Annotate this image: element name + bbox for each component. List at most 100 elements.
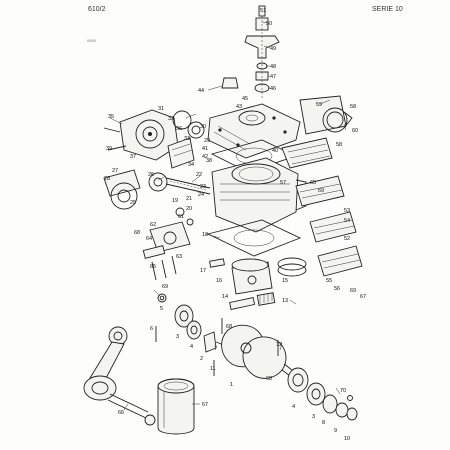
callout-33: 33 [184,136,190,142]
wrist-pin-part-14 [229,297,256,310]
callout-58-top: 58 [350,104,356,110]
callout-7: 7 [214,346,217,352]
callout-19: 19 [172,198,178,204]
outlet-housing-part-49 [244,35,280,59]
left-bearing-stack [155,293,217,353]
callout-70: 70 [340,388,346,394]
callout-8: 8 [322,420,325,426]
callout-23: 23 [200,184,206,190]
callout-44: 44 [198,88,204,94]
page-code: 610/2 [88,6,106,13]
callout-67-bottom: 67 [202,402,208,408]
water-pump-impeller [167,110,205,169]
reed-valve-block [281,137,363,277]
callout-58-mid: 58 [336,142,342,148]
callout-68-left: 68 [134,230,140,236]
piston-rings-part-15 [277,257,307,277]
callout-2: 2 [200,356,203,362]
callout-38: 38 [206,158,212,164]
callout-4: 4 [190,344,193,350]
callout-6: 6 [150,326,153,332]
callout-57: 57 [280,180,286,186]
base-gasket-part-18 [206,219,302,257]
callout-55: 55 [326,278,332,284]
series-label: SERIE 10 [372,6,403,13]
cylinder-part-42 [211,157,307,233]
callout-30: 30 [200,124,206,130]
callout-41: 41 [202,146,208,152]
callout-9: 9 [334,428,337,434]
callout-26: 26 [148,172,154,178]
callout-69-right: 69 [350,288,356,294]
callout-13: 13 [282,298,288,304]
callout-53: 53 [344,208,350,214]
intake-manifold-part-58 [299,95,353,135]
callout-54: 54 [344,218,350,224]
callout-66: 66 [118,410,124,416]
intake-flange-assembly [142,221,191,281]
callout-42: 42 [202,154,208,160]
callout-64: 64 [146,236,152,242]
oil-pump-assembly [103,169,211,226]
callout-47: 47 [270,74,276,80]
callout-3: 3 [176,334,179,340]
callout-59: 59 [316,102,322,108]
callout-20: 20 [186,206,192,212]
callout-32: 32 [168,116,174,122]
callout-34: 34 [188,162,194,168]
part-callouts: 51 50 49 48 47 46 44 45 43 59 58 60 35 3… [104,8,366,442]
callout-37: 37 [130,154,136,160]
callout-11: 11 [210,366,216,372]
callout-69-left: 69 [162,284,168,290]
cylinder-head-part-43 [207,103,301,159]
callout-25: 25 [130,200,136,206]
callout-60: 60 [352,128,358,134]
callout-12: 12 [276,342,282,348]
callout-67-right: 67 [360,294,366,300]
callout-68-right: 68 [266,376,272,382]
callout-62: 62 [150,222,156,228]
callout-40: 40 [272,148,278,154]
callout-27: 27 [112,168,118,174]
callout-51: 51 [260,8,266,14]
cylinder-sleeve-part-67 [157,378,195,435]
crankshaft-part-1 [215,324,301,383]
callout-16: 16 [216,278,222,284]
callout-68-mid: 68 [226,324,232,330]
callout-48: 48 [270,64,276,70]
callout-10: 10 [344,436,350,442]
coolant-outlet-assembly [244,5,280,100]
connecting-rod-part-66 [83,326,156,426]
callout-52: 52 [344,236,350,242]
callout-22: 22 [196,172,202,178]
callout-24: 24 [198,192,204,198]
callout-69-top: 69 [318,188,324,194]
callout-21: 21 [186,196,192,202]
callout-14: 14 [222,294,228,300]
callout-50: 50 [266,21,272,27]
studs-group [213,318,279,376]
callout-43: 43 [236,104,242,110]
callout-31: 31 [158,106,164,112]
callout-49: 49 [270,46,276,52]
water-pump-housing [103,109,179,161]
callout-46: 46 [270,86,276,92]
callout-45: 45 [242,96,248,102]
piston-part-16 [231,258,273,295]
callout-35: 35 [108,114,114,120]
callout-61: 61 [178,214,184,220]
leader-lines [109,21,347,411]
piston-pin-part-17 [209,258,225,268]
callout-5: 5 [160,306,163,312]
callout-17: 17 [200,268,206,274]
callout-63: 63 [176,254,182,260]
spark-plug-part-44 [207,77,239,91]
callout-3-right: 3 [312,414,315,420]
right-bearing-stack [287,367,358,421]
needle-bearing-part-13 [256,292,276,306]
callout-65-left: 65 [150,264,156,270]
callout-29: 29 [204,138,210,144]
callout-39: 39 [106,146,112,152]
callout-15: 15 [282,278,288,284]
